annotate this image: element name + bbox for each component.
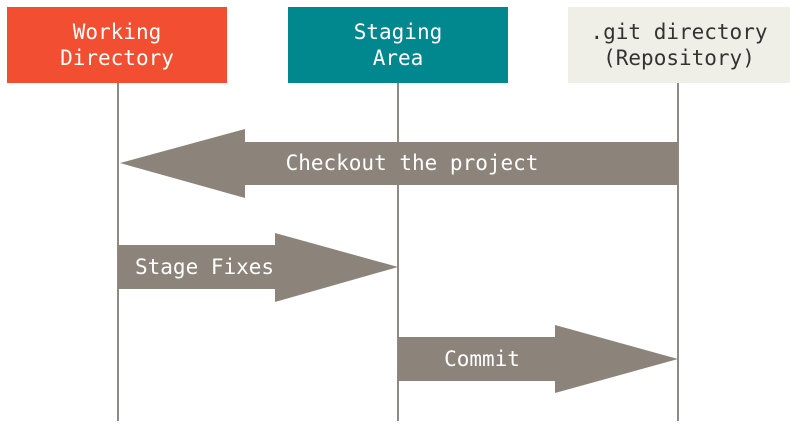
staging-area-box: Staging Area <box>288 7 508 83</box>
working-directory-box: Working Directory <box>7 7 227 83</box>
git-directory-label-line1: .git directory <box>590 20 768 44</box>
working-directory-label-line2: Directory <box>60 46 174 70</box>
git-directory-label-line2: (Repository) <box>603 46 755 70</box>
working-directory-label-line1: Working <box>72 20 162 44</box>
staging-area-label-line1: Staging <box>353 20 443 44</box>
checkout-arrow-label: Checkout the project <box>286 151 539 175</box>
git-directory-box: .git directory (Repository) <box>568 7 790 83</box>
checkout-arrow <box>120 129 678 198</box>
staging-area-label-line2: Area <box>372 46 424 70</box>
commit-arrow <box>398 325 678 393</box>
commit-arrow-label: Commit <box>444 347 520 371</box>
stage-fixes-arrow-label: Stage Fixes <box>135 255 274 279</box>
stage-fixes-arrow <box>118 233 398 302</box>
